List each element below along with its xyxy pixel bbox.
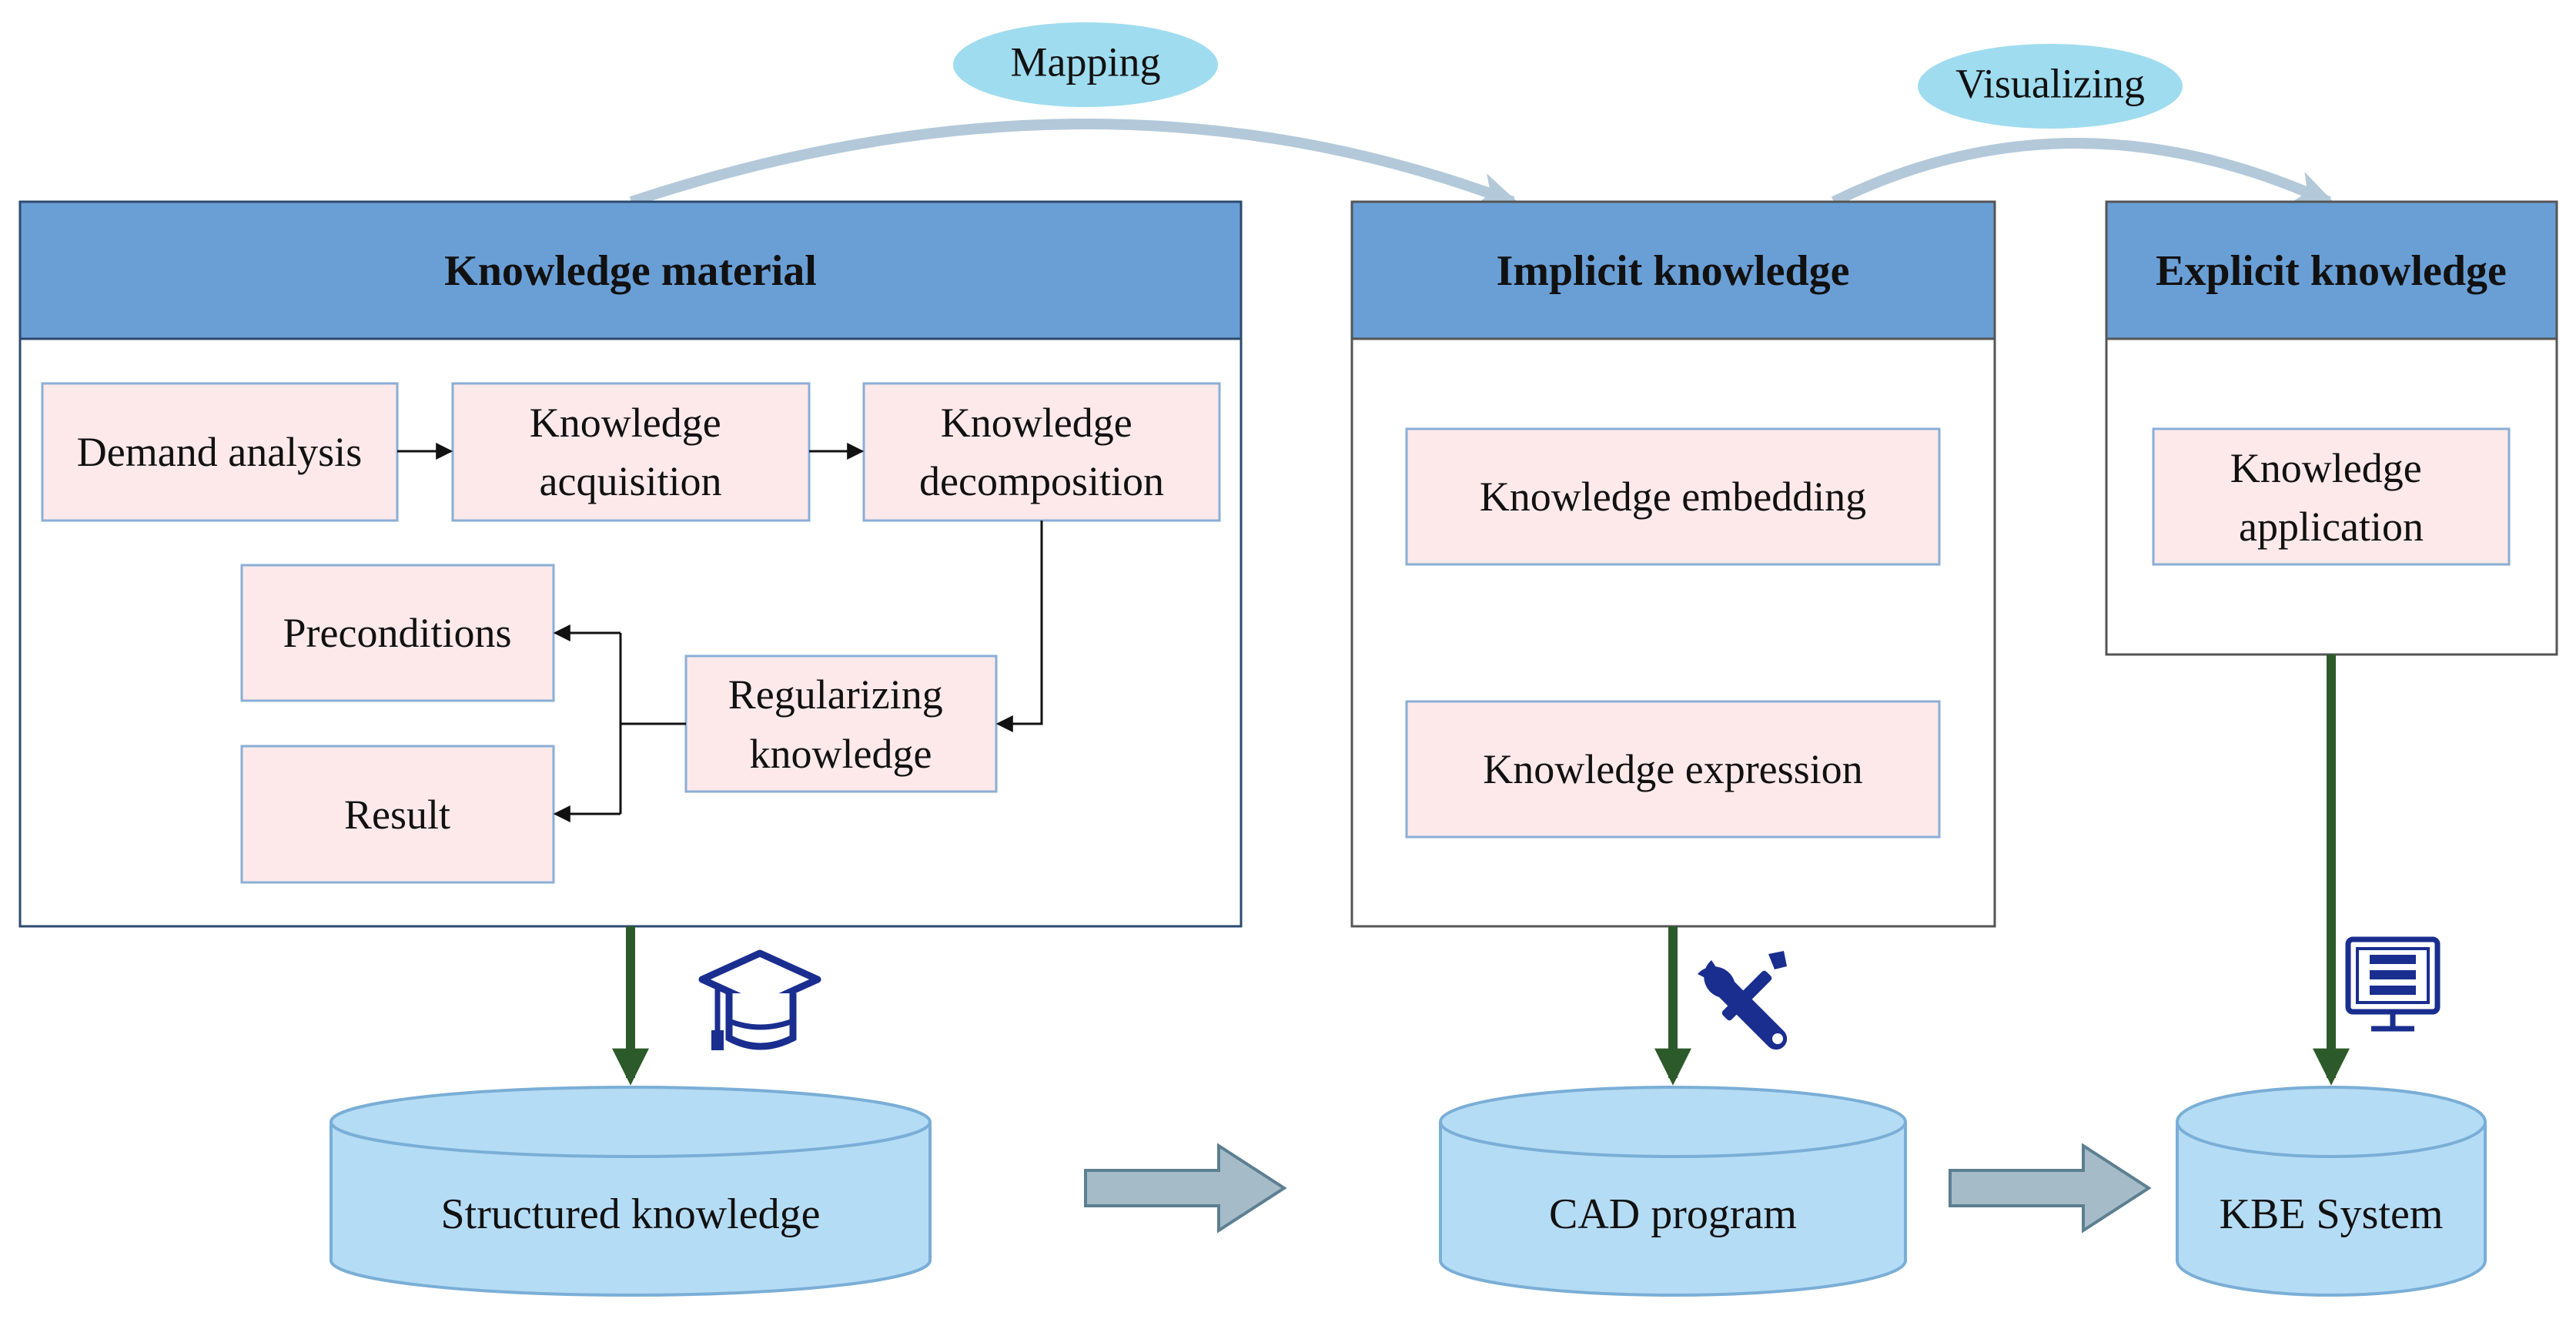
knowledge-material-header: [18, 200, 1243, 340]
knowledge-expression-box: [1405, 700, 1941, 839]
structured-knowledge-label: Structured knowledge: [441, 1190, 821, 1238]
kbe-system-cylinder: KBE System: [2176, 1086, 2487, 1297]
result-box: [240, 745, 555, 884]
mapping-curve: [629, 119, 1521, 207]
explicit-knowledge-panel: Explicit knowledge Knowledge application: [2105, 200, 2558, 656]
knowledge-application-box: [2152, 427, 2511, 566]
regularizing-knowledge-text: Regularizing knowledge: [728, 671, 953, 777]
visualizing-label: Visualizing: [1955, 60, 2145, 106]
knowledge-material-title: Knowledge material: [444, 247, 817, 295]
knowledge-acquisition-text: Knowledge acquisition: [530, 400, 731, 504]
kbe-system-label: KBE System: [2220, 1190, 2444, 1238]
implicit-knowledge-header: [1350, 200, 1996, 340]
result-text: Result: [344, 792, 450, 838]
knowledge-embedding-box: [1405, 427, 1941, 566]
knowledge-expression-text: Knowledge expression: [1483, 746, 1862, 792]
explicit-knowledge-header: [2105, 200, 2558, 340]
decomposition-to-regularizing-arrow: [995, 521, 1043, 732]
visualizing-curve: [1831, 138, 2337, 207]
visualizing-ellipse: Visualizing: [1918, 44, 2183, 129]
knowledge-application-text: Knowledge application: [2230, 445, 2432, 550]
implicit-knowledge-title: Implicit knowledge: [1497, 247, 1850, 295]
mapping-label: Mapping: [1011, 38, 1161, 85]
mapping-ellipse: Mapping: [953, 22, 1218, 107]
knowledge-acquisition-box: [451, 382, 811, 522]
demand-analysis-text: Demand analysis: [77, 429, 362, 475]
knowledge-embedding-text: Knowledge embedding: [1480, 474, 1866, 520]
implicit-knowledge-panel: Implicit knowledge Knowledge embedding K…: [1350, 200, 1996, 928]
preconditions-box: [240, 564, 555, 702]
wrench-screwdriver-icon: [1698, 951, 1788, 1050]
knowledge-material-panel: Knowledge material Demand analysis Knowl…: [18, 200, 1243, 928]
preconditions-text: Preconditions: [283, 610, 512, 656]
structured-to-cad-arrow: [1084, 1143, 1287, 1234]
knowledge-decomposition-text: Knowledge decomposition: [919, 400, 1164, 504]
knowledge-decomposition-box: [862, 382, 1221, 522]
structured-knowledge-cylinder: Structured knowledge: [330, 1086, 932, 1297]
demand-analysis-box: [41, 382, 399, 522]
cad-program-label: CAD program: [1549, 1190, 1797, 1238]
graduation-cap-icon: [698, 949, 821, 1050]
cad-to-kbe-arrow: [1949, 1143, 2152, 1234]
explicit-knowledge-title: Explicit knowledge: [2156, 247, 2507, 295]
computer-monitor-icon: [2345, 936, 2441, 1032]
cad-program-cylinder: CAD program: [1439, 1086, 1907, 1297]
